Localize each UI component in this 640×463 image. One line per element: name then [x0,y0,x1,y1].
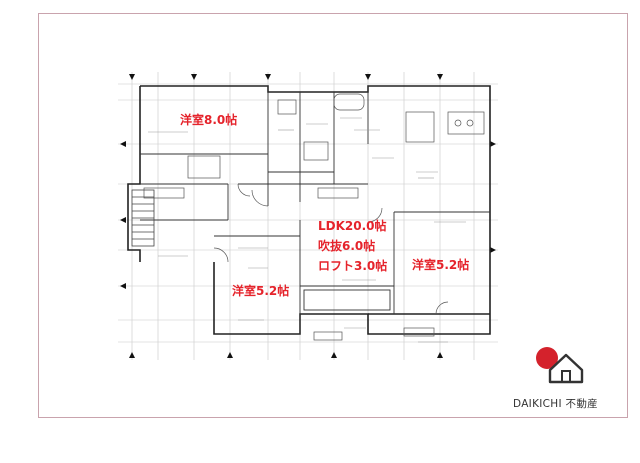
grid-markers [120,74,496,358]
floor-plan-drawing [118,72,498,360]
room-label-western-left: 洋室5.2帖 [232,284,290,298]
fixtures [143,93,485,341]
room-label-loft: ロフト3.0帖 [318,259,388,273]
house-logo-icon [536,347,584,384]
stair [131,189,155,247]
doors [213,183,449,315]
room-label-atrium: 吹抜6.0帖 [318,239,376,253]
small-annotations [148,117,466,343]
brand-name: DAIKICHI 不動産 [513,398,598,410]
room-label-western-right: 洋室5.2帖 [412,258,470,272]
page-frame [38,13,628,418]
room-label-western-8: 洋室8.0帖 [180,113,238,127]
interior-walls [140,86,490,334]
room-label-ldk: LDK20.0帖 [318,219,387,233]
grid-lines [118,72,498,360]
